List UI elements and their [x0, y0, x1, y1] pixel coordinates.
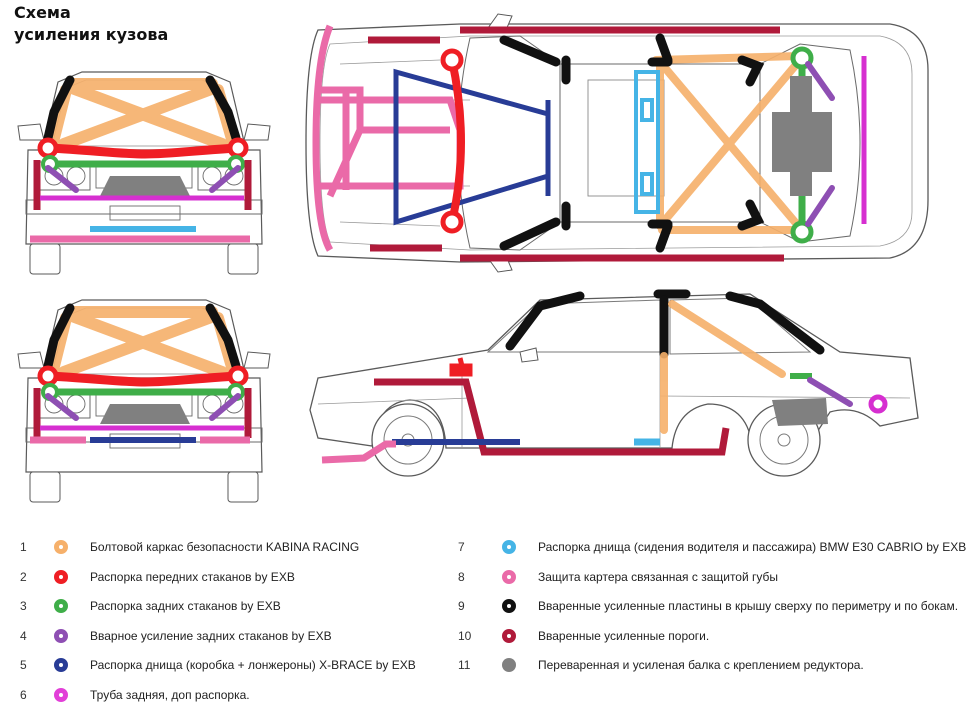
cage-side-view: [660, 300, 786, 434]
rear-view: [17, 299, 271, 503]
title-line-1: Схема: [14, 3, 71, 22]
roof-plates-front-view: [43, 75, 241, 143]
legend-item-number: 11: [458, 658, 471, 672]
legend-item-label: Распорка днища (коробка + лонжероны) X-B…: [90, 658, 416, 672]
front-strut-front-view: [37, 137, 249, 159]
diff-beam-side-view: [772, 398, 828, 426]
legend-item-number: 7: [458, 540, 465, 554]
side-view: [309, 289, 919, 477]
legend-item-number: 10: [458, 628, 472, 643]
legend-item-number: 4: [20, 628, 27, 643]
sills-top-view: [368, 26, 784, 262]
sills-side-view: [374, 378, 730, 456]
skid-plate-side-view: [321, 440, 396, 464]
legend-item: 5 Распорка днища (коробка + лонжероны) X-…: [20, 654, 416, 676]
rear-strut-weld-rear-view: [45, 393, 241, 421]
legend-item: 6 Труба задняя, доп распорка.: [20, 684, 250, 706]
legend-swatch-icon: [54, 569, 68, 584]
legend-swatch-icon: [54, 658, 68, 672]
legend-item-number: 8: [458, 569, 465, 584]
legend-swatch-icon: [54, 599, 68, 613]
legend-swatch-icon: [502, 658, 516, 672]
roof-plates-side-view: [505, 289, 825, 359]
legend-item: 9 Вваренные усиленные пластины в крышу св…: [458, 595, 958, 617]
legend-swatch-icon: [502, 599, 516, 613]
legend-item-label: Труба задняя, доп распорка.: [90, 687, 250, 702]
rear-tube-side-view: [868, 394, 888, 414]
seat-brace-top-view: [634, 70, 660, 214]
diff-beam-rear-view: [100, 404, 190, 424]
legend-item-number: 3: [20, 599, 27, 613]
legend-swatch-icon: [502, 540, 516, 554]
front-strut-top-view: [440, 48, 465, 234]
legend-item-number: 5: [20, 658, 27, 672]
legend-swatch-icon: [54, 687, 68, 702]
legend-item-label: Болтовой каркас безопасности KABINA RACI…: [90, 540, 360, 554]
legend-item-number: 1: [20, 540, 27, 554]
legend-item-label: Защита картера связанная с защитой губы: [538, 569, 779, 584]
legend-swatch-icon: [502, 569, 516, 584]
top-view: [305, 13, 929, 273]
legend-swatch-icon: [502, 628, 516, 643]
front-view: [17, 71, 271, 275]
legend-item-label: Вварное усиление задних стаканов by EXB: [90, 628, 332, 643]
skid-plate-top-view: [312, 24, 464, 252]
roof-plates-top-view: [499, 33, 765, 253]
legend-item-label: Вваренные усиленные пороги.: [538, 628, 710, 643]
sills-rear-view: [33, 388, 252, 438]
legend-item: 10 Вваренные усиленные пороги.: [458, 625, 709, 647]
diagram-title: Схема усиления кузова: [14, 2, 168, 46]
legend-item-label: Распорка передних стаканов by EXB: [90, 569, 295, 584]
legend-item-number: 9: [458, 599, 465, 613]
title-line-2: усиления кузова: [14, 25, 169, 44]
legend-item-label: Распорка задних стаканов by EXB: [90, 599, 281, 613]
legend-swatch-icon: [54, 628, 68, 643]
legend-item: 3 Распорка задних стаканов by EXB: [20, 595, 281, 617]
legend-item: 11 Переваренная и усиленая балка с крепле…: [458, 654, 864, 676]
legend-swatch-icon: [54, 540, 68, 554]
legend-item-label: Распорка днища (сидения водителя и пасса…: [538, 540, 966, 554]
front-strut-side-view: [449, 357, 473, 377]
rear-strut-weld-top-view: [805, 61, 835, 227]
legend-item: 8 Защита картера связанная с защитой губы: [458, 566, 778, 588]
diff-beam-top-view: [772, 76, 832, 196]
sills-front-view: [33, 160, 252, 210]
legend-item-number: 2: [20, 569, 27, 584]
legend-item: 4 Вварное усиление задних стаканов by EXB: [20, 625, 332, 647]
legend-item-number: 6: [20, 687, 27, 702]
cage-rear-view: [46, 306, 240, 380]
legend-item: 2 Распорка передних стаканов by EXB: [20, 566, 295, 588]
legend-item: 1 Болтовой каркас безопасности KABINA RAC…: [20, 536, 359, 558]
x-brace-top-view: [393, 68, 551, 226]
rear-strut-weld-front-view: [45, 165, 241, 193]
legend-item: 7 Распорка днища (сидения водителя и пасс…: [458, 536, 966, 558]
roof-plates-rear-view: [43, 303, 241, 371]
rear-strut-weld-side-view: [807, 377, 853, 407]
diff-beam-front-view: [100, 176, 190, 196]
legend-item-label: Переваренная и усиленая балка с креплени…: [538, 658, 864, 672]
legend-item-label: Вваренные усиленные пластины в крышу све…: [538, 599, 959, 613]
